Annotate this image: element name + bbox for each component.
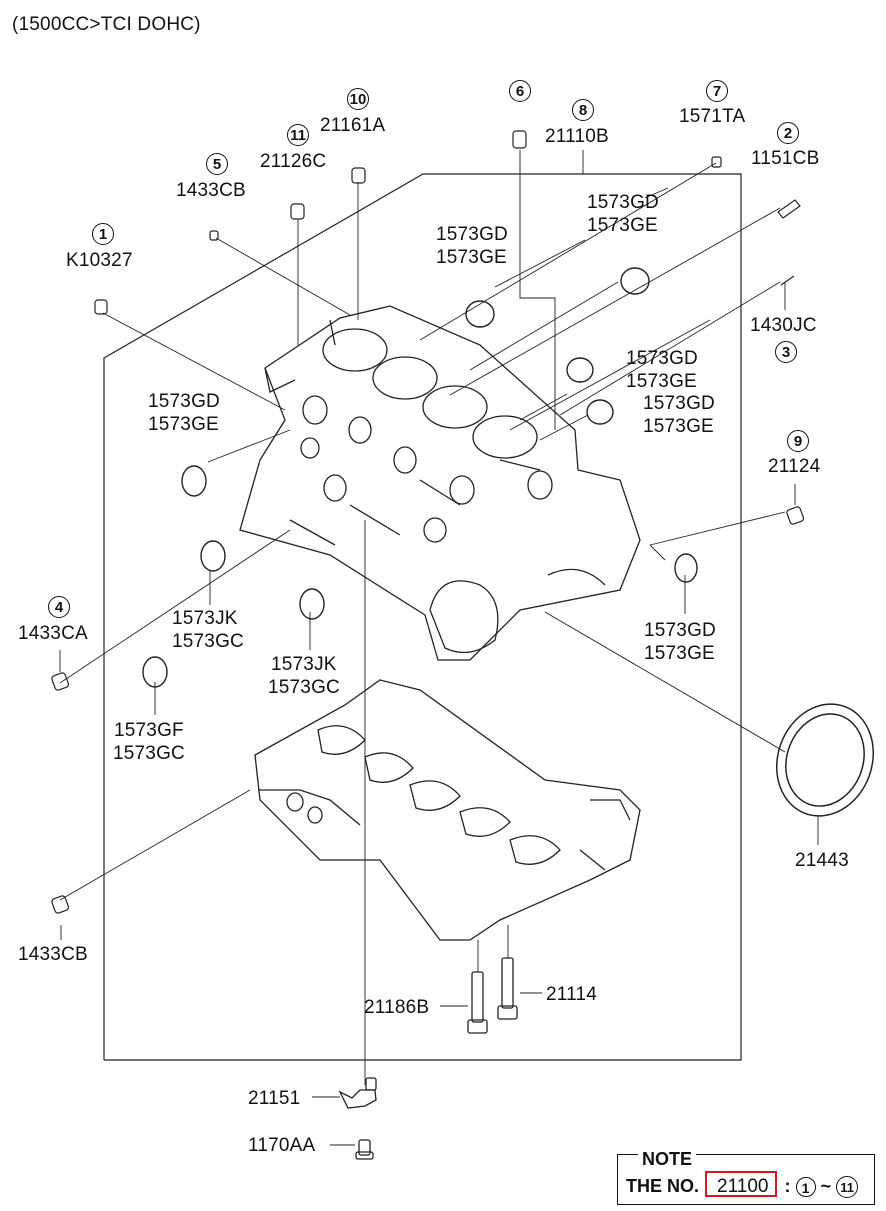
note-separator: : <box>784 1176 791 1196</box>
callout-number-10: 10 <box>347 88 369 110</box>
part-code-1433cb[interactable]: 1433CB <box>176 180 246 201</box>
part-code-1571ta[interactable]: 1571TA <box>679 106 746 127</box>
range-end-circle: 11 <box>836 1176 859 1199</box>
callout-number-5: 5 <box>206 153 228 175</box>
part-code-oil-jet[interactable]: 21151 <box>248 1088 301 1109</box>
plug-code-lower[interactable]: 1573GE <box>148 414 219 435</box>
assembly-frame <box>103 173 742 1061</box>
callout-number-8: 8 <box>572 99 594 121</box>
plug-code-upper[interactable]: 1573GD <box>148 391 220 412</box>
plug-code-lower[interactable]: 1573GC <box>113 743 185 764</box>
part-code-1430jc[interactable]: 1430JC <box>750 315 817 336</box>
part-code-seal[interactable]: 21443 <box>795 850 849 871</box>
assembly-number[interactable]: 21100 <box>717 1176 769 1197</box>
lower-crankcase <box>254 679 641 941</box>
part-code-21126c[interactable]: 21126C <box>260 151 327 172</box>
plug-code-lower[interactable]: 1573GE <box>436 247 507 268</box>
plug-code-lower[interactable]: 1573GE <box>626 371 697 392</box>
plug-code-upper[interactable]: 1573GD <box>436 224 508 245</box>
plug-code-lower[interactable]: 1573GC <box>172 631 244 652</box>
callout-number-1: 1 <box>92 223 114 245</box>
callout-number-11: 11 <box>287 124 309 146</box>
assembly-number-highlight <box>705 1171 777 1197</box>
callout-number-6: 6 <box>509 80 531 102</box>
part-code-jet-bolt[interactable]: 1170AA <box>248 1135 316 1156</box>
callout-number-3: 3 <box>775 341 797 363</box>
plug-code-upper[interactable]: 1573GD <box>626 348 698 369</box>
note-box <box>617 1154 875 1205</box>
plug-code-lower[interactable]: 1573GC <box>268 677 340 698</box>
part-code-21110b[interactable]: 21110B <box>545 126 609 147</box>
plug-code-upper[interactable]: 1573JK <box>172 608 238 629</box>
part-code-bolt-a[interactable]: 21186B <box>364 997 430 1018</box>
plug-code-upper[interactable]: 1573GD <box>644 620 716 641</box>
part-code-1433ca[interactable]: 1433CA <box>18 623 88 644</box>
plug-code-upper[interactable]: 1573GD <box>643 393 715 414</box>
callout-number-2: 2 <box>777 122 799 144</box>
plug-code-upper[interactable]: 1573GF <box>114 720 184 741</box>
part-code-21161a[interactable]: 21161A <box>320 115 386 136</box>
cylinder-block <box>239 305 641 661</box>
range-tilde: ~ <box>820 1176 832 1196</box>
callout-number-4: 4 <box>48 596 70 618</box>
part-code-k10327[interactable]: K10327 <box>66 250 133 271</box>
engine-variant-title: (1500CC>TCI DOHC) <box>12 14 201 35</box>
plug-code-upper[interactable]: 1573GD <box>587 192 659 213</box>
plug-code-lower[interactable]: 1573GE <box>643 416 714 437</box>
note-title: NOTE <box>638 1149 697 1169</box>
range-start-circle: 1 <box>795 1177 816 1198</box>
note-row: THE NO. 21100 : 1 ~ 11 <box>626 1175 859 1199</box>
note-prefix: THE NO. <box>626 1176 700 1196</box>
cap-icon <box>94 299 108 315</box>
rear-oil-seal-icon <box>775 703 875 817</box>
callout-number-9: 9 <box>787 430 809 452</box>
plug-code-lower[interactable]: 1573GE <box>644 643 715 664</box>
part-code-bolt-b[interactable]: 21114 <box>546 984 598 1005</box>
part-code-21124[interactable]: 21124 <box>768 456 821 477</box>
plug-code-upper[interactable]: 1573JK <box>271 654 337 675</box>
plug-code-lower[interactable]: 1573GE <box>587 215 658 236</box>
part-code-bottom-plug[interactable]: 1433CB <box>18 944 88 965</box>
part-code-1151cb[interactable]: 1151CB <box>751 148 820 169</box>
callout-number-7: 7 <box>706 80 728 102</box>
